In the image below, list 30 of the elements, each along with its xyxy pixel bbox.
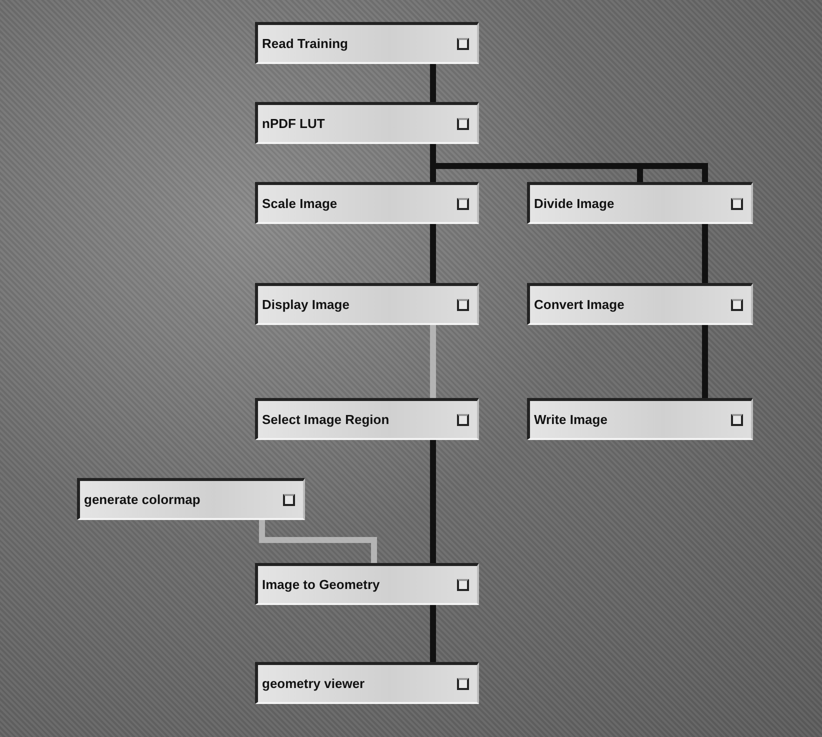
module-title: Write Image <box>534 412 608 427</box>
module-box <box>255 563 479 605</box>
module-title: generate colormap <box>84 492 200 507</box>
module-title: Display Image <box>262 297 350 312</box>
module-box <box>255 22 479 64</box>
module-box <box>255 102 479 144</box>
connection-wire <box>430 605 436 662</box>
module-box <box>255 182 479 224</box>
module-title: geometry viewer <box>262 676 365 691</box>
module-title: Scale Image <box>262 196 338 211</box>
connection-wire <box>430 224 436 283</box>
connection-wire <box>702 325 708 398</box>
module-title: Image to Geometry <box>262 577 380 592</box>
module-box <box>527 283 753 325</box>
module-title: Divide Image <box>534 196 614 211</box>
module-title: Convert Image <box>534 297 624 312</box>
module-box <box>255 398 479 440</box>
connection-wire <box>430 440 436 563</box>
module-box <box>255 283 479 325</box>
module-box <box>527 398 753 440</box>
module-box <box>527 182 753 224</box>
module-box <box>77 478 305 520</box>
connection-wire <box>259 520 377 563</box>
connection-wire <box>702 224 708 283</box>
module-title: nPDF LUT <box>262 116 325 131</box>
module-title: Select Image Region <box>262 412 390 427</box>
module-box <box>255 662 479 704</box>
connection-wire <box>430 325 436 398</box>
connection-wire <box>430 64 436 102</box>
module-title: Read Training <box>262 36 348 51</box>
